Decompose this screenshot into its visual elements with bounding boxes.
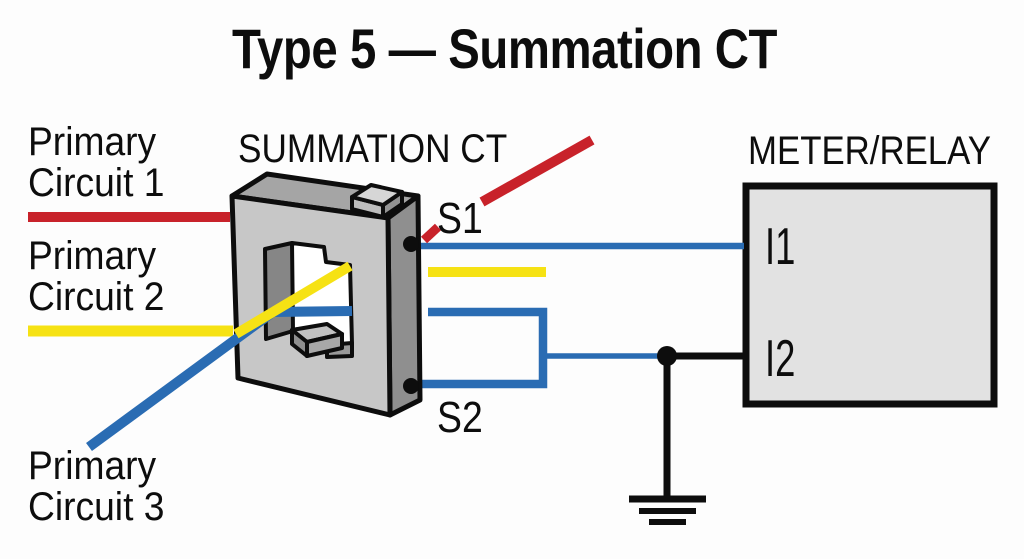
s2-terminal-dot [403,378,419,394]
primary-circuit-3-line1: Primary [28,444,157,488]
primary-circuit-2-label: Primary Circuit 2 [28,236,164,318]
primary1-diagonal-segment [479,135,595,207]
ground-symbol [629,352,744,525]
ct-terminal-block [350,183,404,219]
meter-relay-box [742,182,998,408]
primary2-window-diagonal [233,261,353,339]
primary-circuit-1-line2: Circuit 1 [28,161,165,205]
page-title: Type 5 — Summation CT [232,17,778,80]
summation-ct-label: SUMMATION CT [238,127,508,171]
primary-circuit-2-line2: Circuit 2 [28,275,165,319]
primary-wire-2-yellow [28,267,546,337]
i2-terminal-label: I2 [765,330,796,388]
primary-wire-1-red [28,135,595,244]
s1-terminal-dot [403,236,419,252]
primary-circuit-3-label: Primary Circuit 3 [28,446,164,528]
junction-dot [657,346,677,366]
ct-window-left-wall [263,241,295,341]
primary-circuit-3-line2: Circuit 3 [28,485,165,529]
meter-relay-label: METER/RELAY [748,129,992,173]
s2-terminal-label: S2 [437,393,483,442]
s1-terminal-label: S1 [437,194,483,243]
secondary-wire-s2-loop [413,307,548,389]
ct-window [263,241,354,359]
ct-window-step-side [290,328,309,358]
primary-circuit-2-line1: Primary [28,234,157,278]
primary-circuit-1-line1: Primary [28,120,157,164]
primary1-exit-stub [420,223,442,244]
primary-circuit-1-label: Primary Circuit 1 [28,122,164,204]
ct-terminal-block-top [350,183,404,207]
summation-ct-core [229,171,423,418]
meter-relay-outline [742,182,998,408]
i1-terminal-label: I1 [765,218,796,276]
